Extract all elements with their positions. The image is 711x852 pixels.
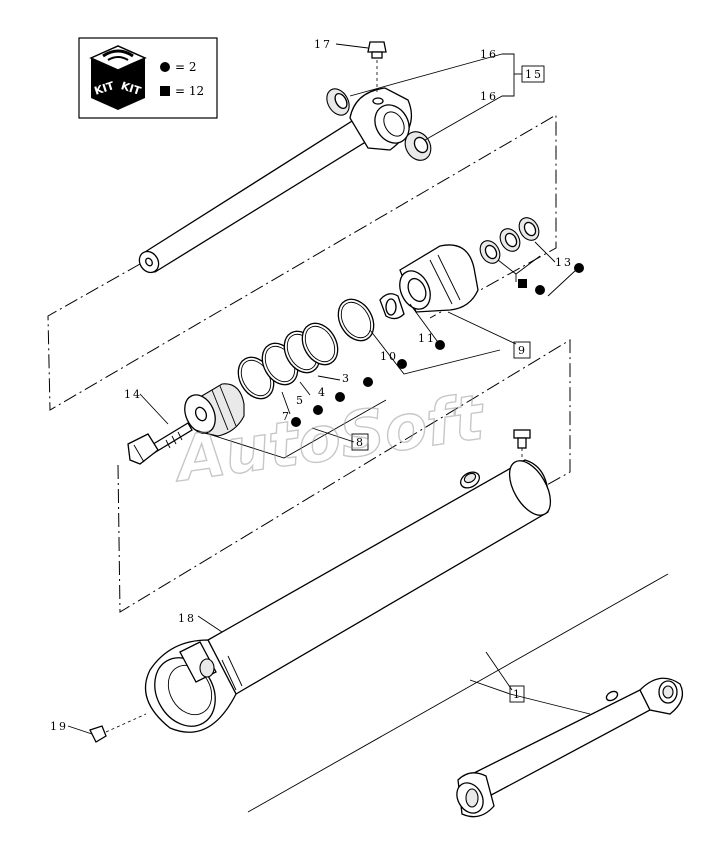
- kit-circle-13: [574, 263, 584, 273]
- o-ring-10: [337, 298, 375, 342]
- kit-label-left: KIT: [93, 79, 117, 98]
- bushing-16-left: [326, 88, 350, 116]
- kit-circle-11: [435, 340, 445, 350]
- kit-circle-symbol: [160, 62, 170, 72]
- cylinder-group-boundary: [117, 339, 571, 613]
- callout-8-frame: [351, 433, 369, 451]
- leader-lines: [67, 43, 591, 735]
- piston-rod: [138, 87, 413, 274]
- callout-11: 11: [418, 332, 436, 345]
- kit-square-count: = 12: [175, 84, 204, 98]
- cylinder-barrel: [144, 459, 552, 733]
- kit-square-symbol: [160, 86, 170, 96]
- kit-markers: [291, 263, 584, 427]
- kit-circle-4b: [313, 405, 323, 415]
- kit-square-13: [518, 279, 527, 288]
- kit-circle-count: = 2: [175, 60, 197, 74]
- callout-16-top: 16: [480, 48, 498, 61]
- callout-18: 18: [178, 612, 196, 625]
- kit-circle-13b: [535, 285, 545, 295]
- seal-11: [379, 293, 405, 320]
- gland-head: [399, 244, 479, 313]
- piston: [184, 383, 245, 437]
- callout-19: 19: [50, 720, 68, 733]
- bushing-16-right: [404, 131, 432, 161]
- callout-8: 8: [356, 436, 365, 449]
- wiper-rings-13: [479, 217, 540, 264]
- callout-3: 3: [342, 372, 351, 385]
- kit-box-icon: KIT KIT: [89, 45, 147, 110]
- callout-9-frame: [513, 341, 531, 359]
- callout-17: 17: [314, 38, 332, 51]
- callouts: 17 16 16 15 13 11 9 10 3 4 5 7 8 14 18 1…: [50, 38, 573, 733]
- callout-1: 1: [513, 688, 522, 701]
- callout-7: 7: [282, 410, 291, 423]
- kit-label-right: KIT: [119, 79, 143, 98]
- bolt-14: [127, 422, 193, 465]
- assembled-cylinder: [456, 677, 684, 818]
- kit-legend: KIT KIT = 2 = 12: [78, 37, 218, 119]
- piston-rings-3-4-5: [237, 322, 339, 400]
- kit-circle-4: [335, 392, 345, 402]
- callout-1-frame: [509, 685, 525, 703]
- callout-15: 15: [525, 68, 543, 81]
- callout-4: 4: [318, 386, 327, 399]
- kit-circle-5: [291, 417, 301, 427]
- callout-14: 14: [124, 388, 142, 401]
- assembly-separator-line: [247, 573, 669, 813]
- kit-circle-10: [397, 359, 407, 369]
- grease-nipple-19: [89, 713, 147, 743]
- kit-legend-frame: [78, 37, 218, 119]
- callout-15-frame: [521, 65, 545, 83]
- callout-10: 10: [380, 350, 398, 363]
- callout-16-bottom: 16: [480, 90, 498, 103]
- grease-nipple-17: [367, 41, 387, 92]
- callout-13: 13: [555, 256, 573, 269]
- callout-5: 5: [296, 394, 305, 407]
- kit-circle-3: [363, 377, 373, 387]
- callout-9: 9: [518, 344, 527, 357]
